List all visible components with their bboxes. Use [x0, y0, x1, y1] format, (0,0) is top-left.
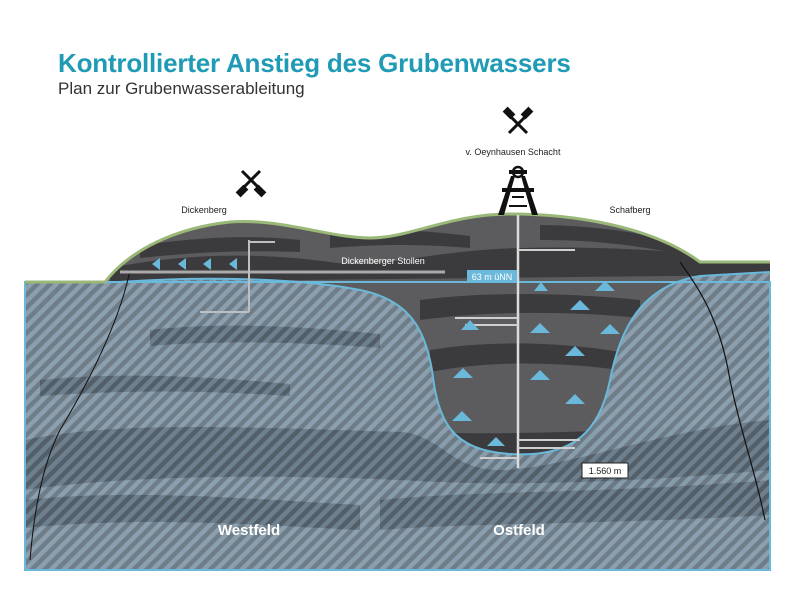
label-ostfeld: Ostfeld	[493, 522, 545, 539]
label-shaft: v. Oeynhausen Schacht	[466, 147, 561, 157]
fault-line-west	[29, 269, 131, 561]
page-subtitle: Plan zur Grubenwasserableitung	[58, 79, 305, 98]
outflow-arrows	[152, 258, 237, 270]
surface-line	[25, 212, 770, 284]
crossed-hammers-icon	[502, 106, 534, 135]
model-frame	[24, 281, 771, 571]
headframe-icon	[498, 165, 538, 215]
label-westfeld: Westfeld	[218, 522, 280, 539]
water-level-badge	[467, 270, 517, 283]
label-tunnel: Dickenberger Stollen	[341, 256, 425, 266]
shaft-levels	[455, 249, 580, 459]
page-title: Kontrollierter Anstieg des Grubenwassers	[58, 48, 571, 78]
depth-badge	[581, 462, 629, 479]
fault-line	[679, 261, 766, 521]
label-schafberg: Schafberg	[609, 205, 650, 215]
label-depth: 1.560 m	[589, 466, 622, 476]
label-dickenberg: Dickenberg	[181, 205, 227, 215]
crossed-hammers-rotated-icon	[235, 169, 267, 198]
label-water-level: 63 m üNN	[472, 272, 513, 282]
rising-water-arrows	[452, 281, 620, 446]
